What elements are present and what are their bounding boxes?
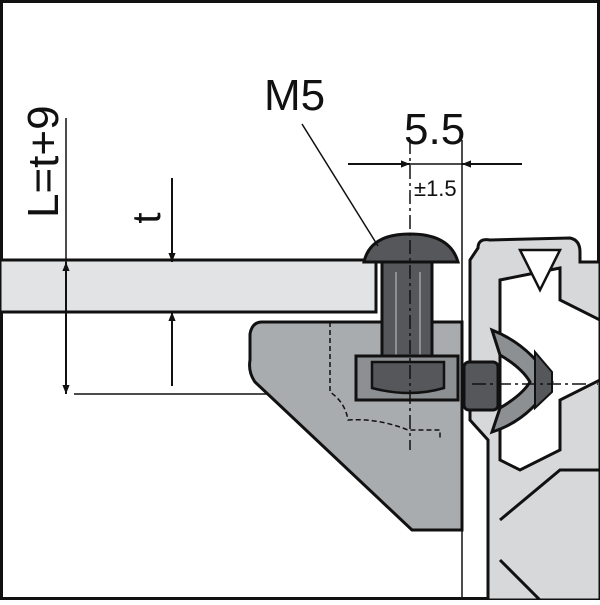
panel [0, 258, 378, 314]
aluminium-profile [468, 236, 600, 602]
screw-size-label: M5 [264, 71, 325, 120]
bracket-hidden-edge [329, 322, 441, 440]
t-slot-nut [489, 327, 554, 435]
m5-screw [354, 232, 500, 412]
offset-dimension [348, 140, 522, 600]
length-dimension [62, 118, 268, 395]
thickness-label: t [125, 212, 169, 223]
screw-leader-line [301, 123, 379, 247]
offset-dimension-label: 5.5 [404, 105, 465, 154]
tolerance-label: ±1.5 [414, 176, 457, 201]
length-formula-label: L=t+9 [19, 105, 68, 218]
